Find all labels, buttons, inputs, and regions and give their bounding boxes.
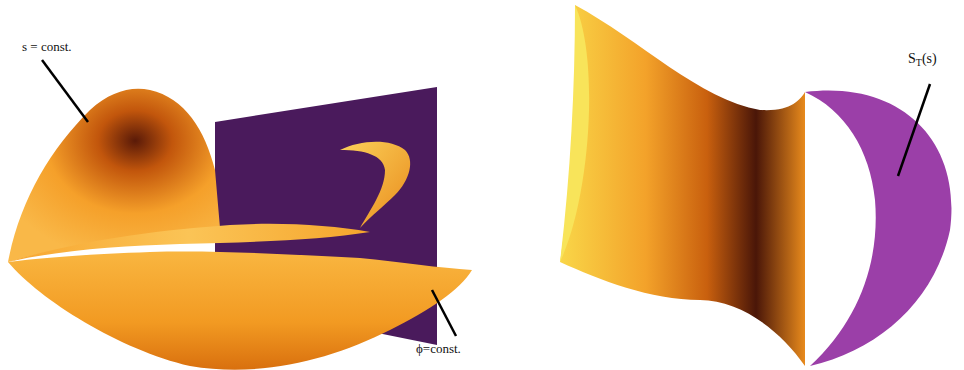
subscript: T xyxy=(916,57,922,68)
figure-label: ϕ=const. xyxy=(416,342,461,355)
figure-label: s = const. xyxy=(22,40,72,53)
leader-line xyxy=(42,60,88,122)
leader-line xyxy=(432,290,456,336)
section-label-part: S xyxy=(908,51,916,66)
leader-line xyxy=(898,84,930,176)
section-label: ST(s) xyxy=(908,52,937,68)
section-label-part: (s) xyxy=(922,51,937,66)
